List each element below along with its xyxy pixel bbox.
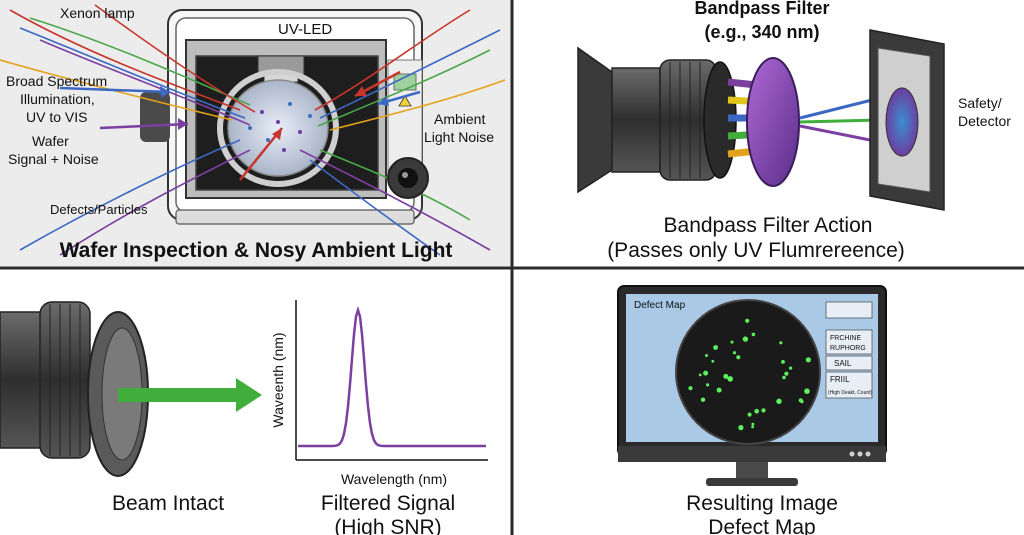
filter-title-line2: (e.g., 340 nm) (704, 22, 819, 42)
panel-filtered-signal: Waveenth (nm) Wavelength (nm) Beam Intac… (0, 300, 488, 535)
panel1-caption: Wafer Inspection & Nosy Ambient Light (60, 239, 453, 262)
wafer-defect-map (675, 299, 821, 445)
xenon-lamp-label: Xenon lamp (60, 5, 135, 21)
defect-point (727, 376, 733, 382)
plot-x-axis-label: Wavelength (nm) (341, 471, 447, 487)
panel3-caption-line1: Filtered Signal (321, 492, 455, 515)
light-rays (0, 4, 506, 256)
defect-point (706, 383, 710, 387)
defect-point (804, 388, 810, 395)
defect-point (761, 408, 766, 413)
panel3-caption-line2: (High SNR) (334, 516, 441, 535)
side-label-5: (High Deakt, Count) (828, 390, 873, 396)
panel2-caption-line2: (Passes only UV Flumrereence) (607, 239, 905, 262)
defect-point (716, 387, 722, 393)
defects-label: Defects/Particles (50, 202, 148, 217)
camera-lens (577, 46, 737, 194)
defect-point (688, 386, 693, 391)
defect-point (747, 412, 752, 417)
side-label-4: FRIIL (830, 375, 850, 384)
defect-point (703, 370, 709, 376)
warning-icon (398, 95, 412, 107)
defect-point (732, 351, 737, 355)
detector-label-line2: Detector (958, 113, 1011, 129)
defect-point (789, 366, 793, 370)
defect-point (698, 373, 702, 377)
panel-wafer-inspection: Xenon lamp UV-LED Broad Spectrum Illumin… (0, 0, 511, 266)
defect-point (805, 357, 812, 363)
wafer-label-line2: Signal + Noise (8, 151, 99, 167)
wafer-label-line1: Wafer (32, 133, 69, 149)
panel-bandpass-filter: Bandpass Filter (e.g., 340 nm) Safety/ D… (577, 0, 1011, 262)
camera-lens-large (0, 301, 149, 477)
camera-lens-small (387, 157, 429, 199)
defect-point (751, 422, 755, 426)
ambient-label-line1: Ambient (434, 111, 485, 127)
defect-point (736, 355, 741, 360)
detector-label-line1: Safety/ (958, 95, 1002, 111)
defect-points (688, 318, 812, 431)
beam-intact-label: Beam Intact (112, 492, 224, 515)
defect-point (800, 400, 804, 404)
side-label-2: RUPHORG (830, 345, 866, 352)
ambient-label-line2: Light Noise (424, 129, 494, 145)
broad-spectrum-line2: Illumination, (20, 91, 95, 107)
spectrum-curve (298, 305, 486, 448)
intact-beam-arrow (118, 378, 262, 412)
defect-point (745, 318, 750, 323)
panel-defect-map: Defect Map FRCHINE RUPHORG SAIL FRIIL (H… (617, 285, 887, 535)
signal-arrows (59, 70, 421, 181)
defect-point (781, 360, 785, 364)
defect-point (784, 371, 789, 376)
panel4-caption-line1: Resulting Image (686, 492, 838, 515)
defect-point (713, 345, 718, 350)
screen-title: Defect Map (634, 300, 686, 311)
spectrum-plot (295, 300, 488, 461)
defect-point (705, 354, 708, 357)
side-port (140, 92, 170, 142)
defect-point (779, 341, 783, 345)
defect-point (700, 397, 706, 402)
broad-spectrum-line1: Broad Spectrum (6, 73, 107, 89)
plot-y-axis-label: Waveenth (nm) (270, 332, 286, 427)
defect-point (730, 340, 734, 344)
defect-point (723, 373, 729, 379)
defect-point (754, 408, 759, 414)
defect-point (776, 398, 782, 404)
panel2-caption-line1: Bandpass Filter Action (664, 214, 873, 237)
defect-point (782, 375, 786, 380)
defect-point (738, 425, 744, 431)
defect-point (742, 336, 749, 342)
info-sidebar (825, 301, 873, 399)
defect-point (711, 359, 715, 363)
uv-led-label: UV-LED (278, 21, 332, 38)
panel4-caption-line2: Defect Map (708, 516, 815, 535)
side-label-1: FRCHINE (830, 335, 861, 342)
filter-title-line1: Bandpass Filter (694, 0, 829, 18)
defect-point (751, 332, 756, 337)
side-label-3: SAIL (834, 359, 852, 368)
detector-unit (869, 29, 945, 211)
broad-spectrum-line3: UV to VIS (26, 109, 87, 125)
bandpass-filter-disc (746, 57, 800, 187)
defect-point (751, 425, 754, 429)
